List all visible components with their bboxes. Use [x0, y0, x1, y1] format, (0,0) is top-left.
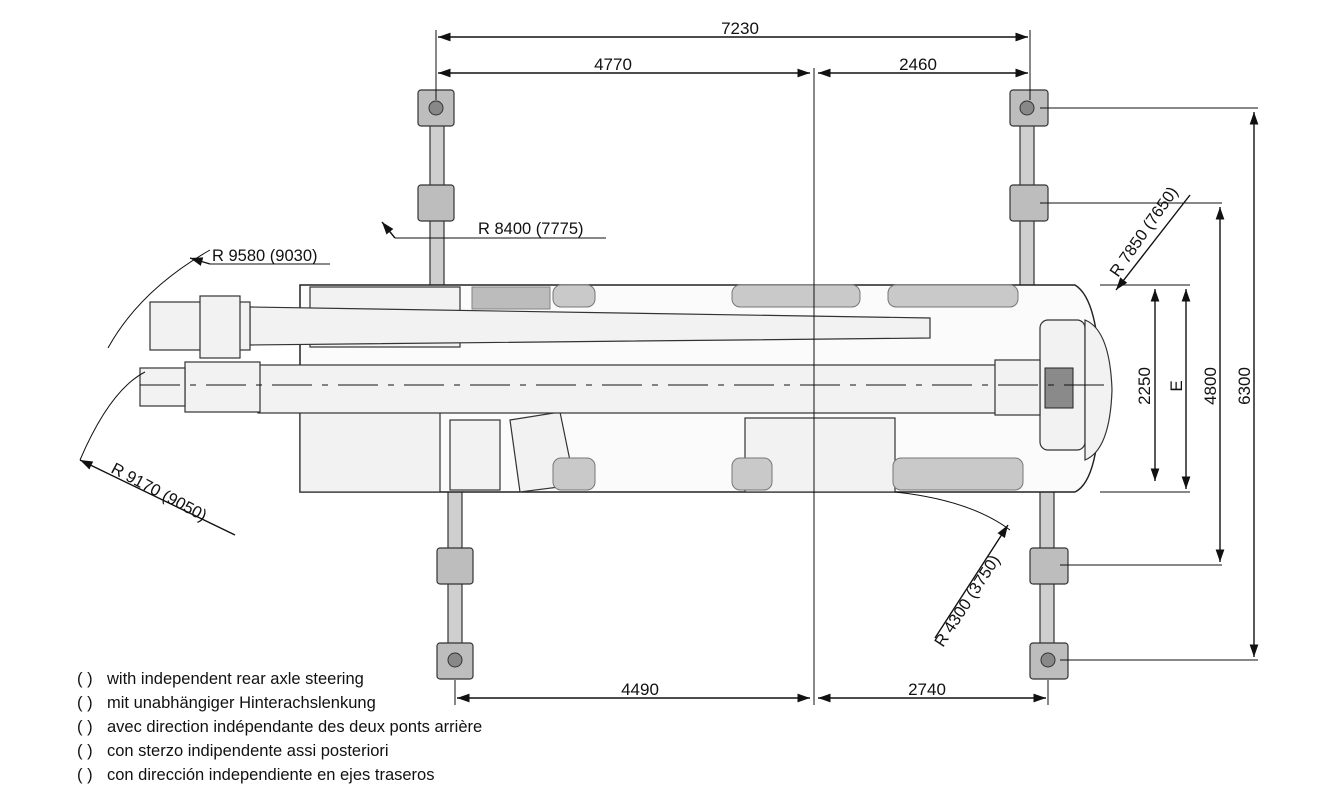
dim-bottom-left: 4490: [621, 680, 659, 699]
radius-r7850: R 7850 (7650): [1107, 184, 1182, 281]
radius-r9580: R 9580 (9030): [212, 247, 318, 265]
dim-e: E: [1167, 380, 1186, 391]
dim-2250: 2250: [1135, 367, 1154, 405]
outrigger-rear-upper: [1009, 89, 1049, 287]
legend-mark: ( ): [77, 766, 93, 784]
radius-r9170: R 9170 (9050): [108, 460, 210, 525]
dim-top-left: 4770: [594, 55, 632, 74]
telescopic-boom: [139, 295, 1074, 416]
legend-item: mit unabhängiger Hinterachslenkung: [107, 694, 376, 712]
legend-mark: ( ): [77, 670, 93, 688]
legend-item: avec direction indépendante des deux pon…: [107, 718, 482, 736]
legend-item: con dirección independiente en ejes tras…: [107, 766, 434, 784]
outrigger-front-upper: [417, 89, 455, 287]
dim-top-right: 2460: [899, 55, 937, 74]
legend-item: with independent rear axle steering: [106, 670, 364, 688]
dim-bottom-right: 2740: [908, 680, 946, 699]
tire-set-upper: [552, 284, 1019, 308]
tire-set-lower: [552, 457, 1024, 491]
dim-4800: 4800: [1201, 367, 1220, 405]
dim-6300: 6300: [1235, 367, 1254, 405]
outrigger-front-lower: [436, 489, 474, 680]
legend-item: con sterzo indipendente assi posteriori: [107, 742, 389, 760]
legend-mark: ( ): [77, 694, 93, 712]
radius-r4300: R 4300 (3750): [931, 552, 1004, 650]
legend-mark: ( ): [77, 742, 93, 760]
legend-mark: ( ): [77, 718, 93, 736]
radius-r8400: R 8400 (7775): [478, 220, 584, 238]
legend: ( ) with independent rear axle steering …: [77, 670, 482, 784]
dim-top-total: 7230: [721, 19, 759, 38]
outrigger-rear-lower: [1029, 489, 1069, 680]
